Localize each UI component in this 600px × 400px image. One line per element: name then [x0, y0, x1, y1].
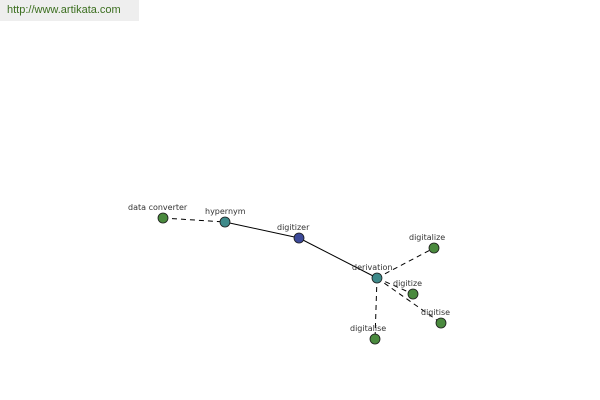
node-dot-digitalise[interactable]	[369, 333, 381, 345]
node-dot-digitise[interactable]	[435, 317, 447, 329]
site-link[interactable]: http://www.artikata.com	[7, 4, 121, 16]
node-digitalise[interactable]: digitalise	[350, 324, 386, 345]
edge-derivation-digitalize	[376, 247, 435, 279]
edge-derivation-digitize	[376, 277, 414, 295]
node-dot-data-converter[interactable]	[157, 212, 169, 224]
nodes-layer: data converter hypernym digitizer derivatio…	[128, 203, 450, 345]
edge-derivation-digitise	[376, 277, 442, 324]
edge-digitizer-derivation	[298, 237, 378, 279]
node-digitizer[interactable]: digitizer	[277, 223, 310, 244]
node-label-digitalize: digitalize	[409, 233, 445, 242]
node-digitize[interactable]: digitize	[393, 279, 422, 300]
node-label-digitalise: digitalise	[350, 324, 386, 333]
node-label-digitize: digitize	[393, 279, 422, 288]
banner: http://www.artikata.com	[0, 0, 139, 21]
node-dot-digitalize[interactable]	[428, 242, 440, 254]
node-label-hypernym: hypernym	[205, 207, 246, 216]
edge-hypernym-digitizer	[224, 221, 300, 239]
node-derivation[interactable]: derivation	[352, 263, 392, 284]
node-label-derivation: derivation	[352, 263, 392, 272]
node-digitise[interactable]: digitise	[421, 308, 450, 329]
edge-derivation-digitalise	[374, 277, 378, 340]
node-dot-hypernym[interactable]	[219, 216, 231, 228]
node-digitalize[interactable]: digitalize	[409, 233, 445, 254]
node-dot-digitize[interactable]	[407, 288, 419, 300]
node-label-digitizer: digitizer	[277, 223, 310, 232]
edges-layer	[162, 217, 442, 340]
edge-data-converter-hypernym	[162, 217, 226, 223]
node-data-converter[interactable]: data converter	[128, 203, 188, 224]
node-hypernym[interactable]: hypernym	[205, 207, 246, 228]
node-label-data-converter: data converter	[128, 203, 188, 212]
node-dot-derivation[interactable]	[371, 272, 383, 284]
node-label-digitise: digitise	[421, 308, 450, 317]
node-dot-digitizer[interactable]	[293, 232, 305, 244]
